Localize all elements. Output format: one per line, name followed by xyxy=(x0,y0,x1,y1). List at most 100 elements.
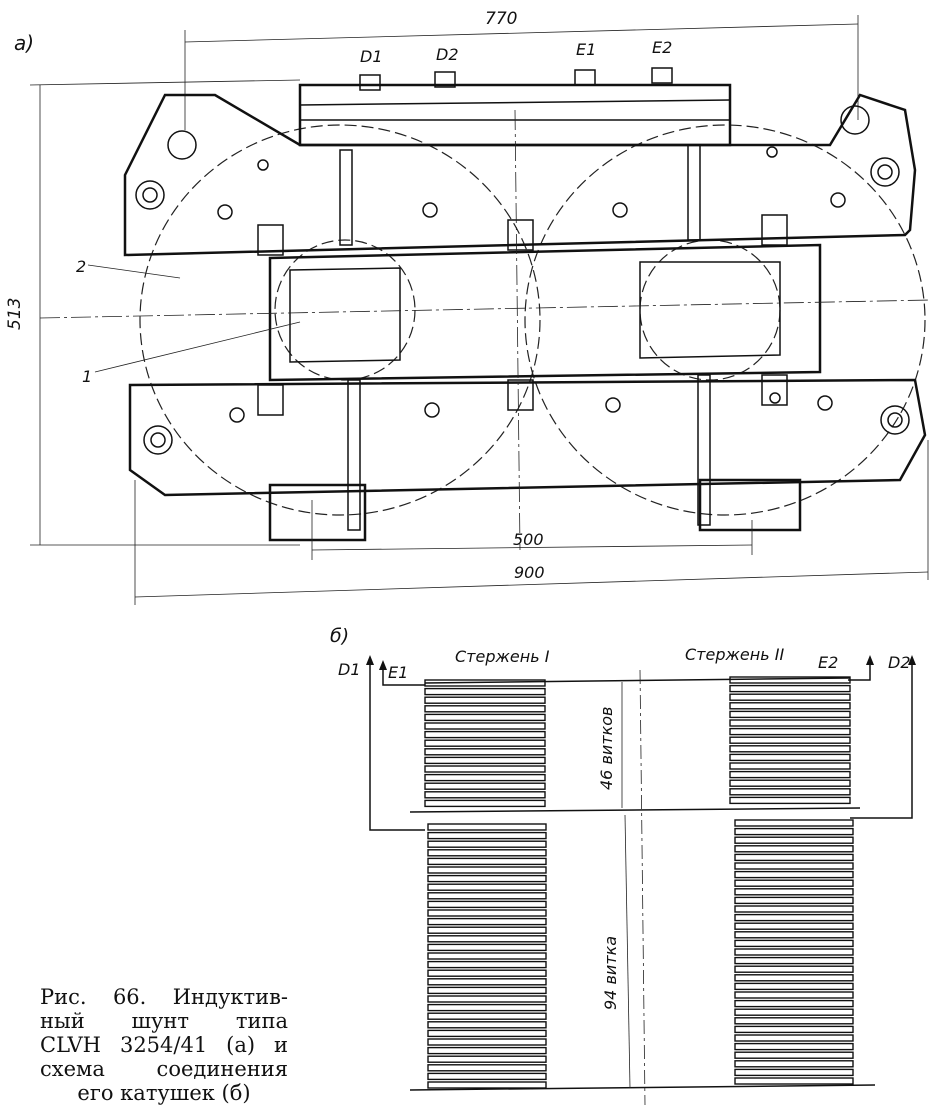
terminal-e2: E2 xyxy=(652,38,672,57)
coil-turn xyxy=(424,739,546,747)
coil-turn xyxy=(424,791,546,799)
coil-turn xyxy=(427,1029,547,1038)
coil-turn xyxy=(734,922,854,930)
caption-line: Рис. 66. Индуктив- xyxy=(40,985,288,1009)
coil-turn xyxy=(427,909,547,917)
caption-line: ный шунт типа xyxy=(40,1009,288,1033)
coil-turn xyxy=(729,788,851,796)
turns-46: 46 витков xyxy=(597,707,616,790)
coil-turn xyxy=(427,1081,547,1089)
wiring xyxy=(369,660,913,1091)
coil-turn xyxy=(734,862,854,870)
caption-line: его катушек (б) xyxy=(77,1081,251,1105)
coil-turn xyxy=(729,727,851,736)
coil-turn xyxy=(734,913,854,922)
dim-line-500 xyxy=(311,544,753,551)
coil-turn xyxy=(734,965,854,973)
coil-turn xyxy=(734,1017,854,1025)
coil-turn xyxy=(729,796,851,805)
coil-turn xyxy=(734,836,854,844)
coil-turn xyxy=(427,1046,547,1055)
coil-turn xyxy=(427,866,547,874)
coil-turn xyxy=(424,730,546,739)
dim-500: 500 xyxy=(513,530,544,549)
coil-turn xyxy=(734,888,854,896)
coil-turn xyxy=(734,1077,854,1085)
coil-turn xyxy=(427,1012,547,1020)
coil-turn xyxy=(427,1072,547,1081)
coil-turn xyxy=(424,799,546,808)
turns-94: 94 витка xyxy=(601,936,620,1010)
coil-turn xyxy=(734,853,854,862)
coil-turn xyxy=(734,999,854,1008)
coil-turn xyxy=(427,1021,547,1029)
coil-turn xyxy=(427,883,547,891)
dim-900: 900 xyxy=(514,563,545,582)
coil-turn xyxy=(427,1003,547,1012)
coil-turn xyxy=(734,1042,854,1051)
part-b-label: б) xyxy=(330,625,349,647)
coil-turn xyxy=(424,756,546,765)
coil-turn xyxy=(734,819,854,827)
coil-turn xyxy=(729,702,851,710)
coil-turn xyxy=(729,684,851,693)
coil-turn xyxy=(729,770,851,779)
coil-turn xyxy=(424,773,546,782)
coil-turn xyxy=(734,870,854,879)
callout-2: 2 xyxy=(76,257,86,276)
coil-turn xyxy=(427,1038,547,1046)
coil-turn xyxy=(734,845,854,853)
dim-770: 770 xyxy=(485,9,517,29)
coil-turn xyxy=(427,823,547,831)
coil-turn xyxy=(734,1051,854,1059)
coil-turn xyxy=(427,892,547,900)
coil-turn xyxy=(427,960,547,969)
coil-turn xyxy=(427,857,547,866)
coil-turn xyxy=(734,827,854,836)
coil-turn xyxy=(729,736,851,744)
lead-d1: D1 xyxy=(338,660,361,679)
coil-turn xyxy=(424,782,546,790)
coil-turn xyxy=(424,679,546,687)
terminal-d2: D2 xyxy=(436,45,459,64)
terminal-e1: E1 xyxy=(576,40,596,59)
coil-turn xyxy=(427,1064,547,1072)
coil-turn xyxy=(427,926,547,934)
dim-line-900 xyxy=(134,571,929,598)
coil-turn xyxy=(424,696,546,704)
coil-turn xyxy=(427,978,547,986)
coil-turn xyxy=(734,1025,854,1034)
lead-e2: E2 xyxy=(818,653,838,672)
coil-turn xyxy=(729,745,851,753)
coil-turn xyxy=(729,779,851,787)
coil-turn xyxy=(734,974,854,982)
coil-turn xyxy=(734,1060,854,1068)
coil-turn xyxy=(427,943,547,952)
coil-turn xyxy=(734,991,854,999)
coil-turn xyxy=(734,879,854,887)
core-1-label: Стержень I xyxy=(455,647,550,666)
coil-turn xyxy=(427,995,547,1003)
coil-turn xyxy=(729,719,851,727)
coil-turn xyxy=(734,905,854,913)
lead-e1: E1 xyxy=(388,663,408,682)
callout-1: 1 xyxy=(82,367,92,386)
lead-d2: D2 xyxy=(888,653,911,672)
caption-line: схема соединения xyxy=(40,1057,288,1081)
coil-turn xyxy=(734,1034,854,1042)
figure-caption: Рис. 66. Индуктив- ный шунт типа CLVH 32… xyxy=(40,985,288,1105)
coil-turn xyxy=(729,676,851,684)
coil-turn xyxy=(424,765,546,773)
coil-turn xyxy=(734,896,854,905)
coil-turn xyxy=(734,982,854,991)
coil-turn xyxy=(734,939,854,948)
coil-turn xyxy=(729,753,851,762)
coil-turn xyxy=(734,931,854,939)
coil-turn xyxy=(427,849,547,857)
coil-turn xyxy=(427,874,547,883)
coil-turn xyxy=(729,762,851,770)
coil-turn xyxy=(427,917,547,926)
caption-line: CLVH 3254/41 (а) и xyxy=(40,1033,288,1057)
dim-513: 513 xyxy=(5,298,25,330)
coil-turn xyxy=(734,948,854,956)
